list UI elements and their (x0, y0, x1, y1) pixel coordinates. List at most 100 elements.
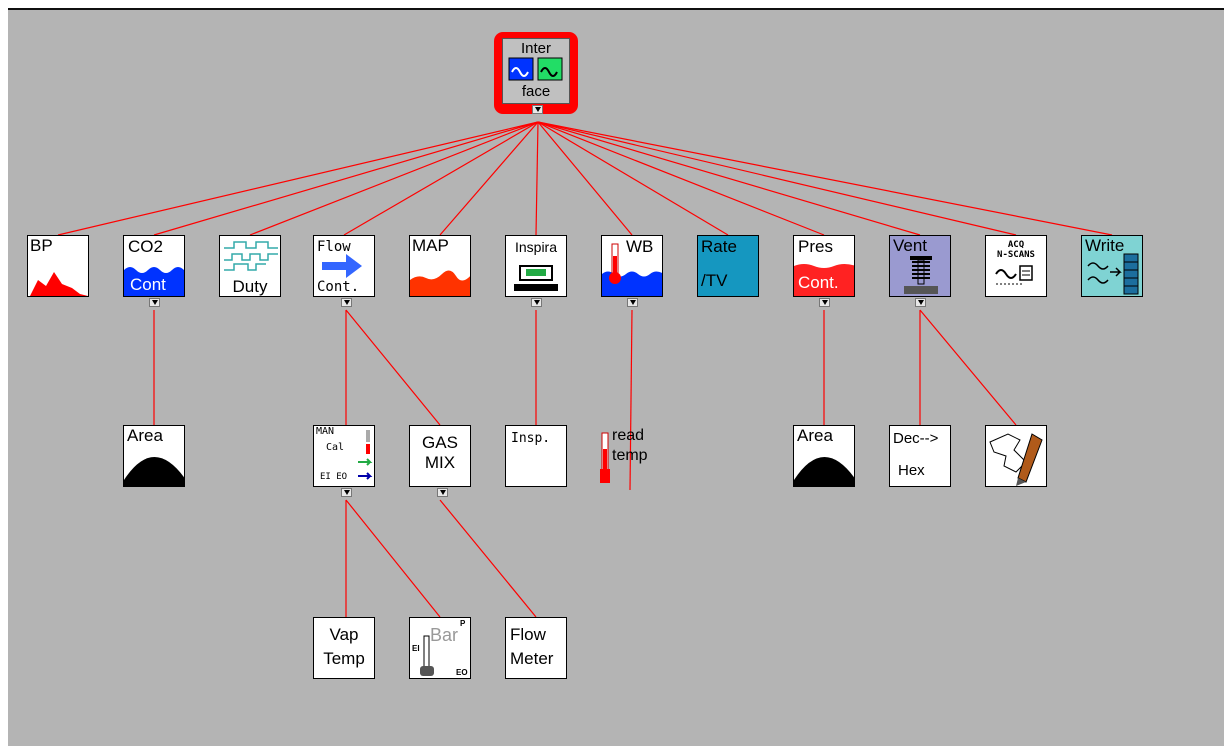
insp-node[interactable]: Insp. (505, 425, 567, 487)
area-node-1[interactable]: Area (123, 425, 185, 487)
duty-node[interactable]: Duty (219, 235, 281, 297)
inspira-output-port[interactable] (531, 298, 542, 307)
vap-label-top: Vap (329, 625, 359, 644)
bp-label: BP (30, 236, 53, 255)
gas-label-top: GAS (422, 433, 458, 452)
pres-label-bottom: Cont. (798, 273, 839, 292)
inspira-node[interactable]: Inspira (505, 235, 567, 297)
vent-bellows-icon (904, 256, 938, 294)
vap-temp-node[interactable]: Vap Temp (313, 617, 375, 679)
pencil-edit-icon (989, 433, 1043, 486)
flow-output-port[interactable] (341, 298, 352, 307)
man-cal-node[interactable]: MAN Cal EI EO (313, 425, 375, 487)
man-line2: Cal (326, 442, 345, 453)
pres-label-top: Pres (798, 237, 833, 256)
wb-label: WB (626, 237, 654, 256)
flow-meter-node[interactable]: Flow Meter (505, 617, 567, 679)
area1-label: Area (127, 426, 163, 445)
wire-root-vent (537, 121, 921, 236)
pres-fill-icon (794, 264, 854, 296)
insp-label: Insp. (511, 431, 551, 446)
pres-cont-node[interactable]: Pres Cont. (793, 235, 855, 297)
flow-label-bottom: Cont. (317, 279, 360, 295)
area-node-2[interactable]: Area (793, 425, 855, 487)
dec-hex-label-top: Dec--> (893, 430, 939, 447)
edit-tool-node[interactable] (985, 425, 1047, 487)
baro-label-ei: EI (412, 644, 420, 653)
wire-root-inspira (535, 121, 539, 236)
rate-label-bottom: /TV (701, 271, 728, 290)
rate-tv-node[interactable]: Rate /TV (697, 235, 759, 297)
wire-root-flow (343, 121, 539, 236)
wire-root-write (537, 121, 1113, 236)
read-temp-label-top: read (612, 427, 645, 444)
wire-root-duty (249, 121, 539, 236)
interface-output-port[interactable] (532, 105, 543, 114)
gas-mix-node[interactable]: GAS MIX (409, 425, 471, 487)
map-label: MAP (412, 236, 449, 255)
baro-label-p: P (460, 619, 466, 628)
duty-pulse-icon (224, 241, 278, 271)
man-calibration-icon (358, 430, 373, 480)
bp-node[interactable]: BP (27, 235, 89, 297)
write-node[interactable]: Write (1081, 235, 1143, 297)
acq-nscans-node[interactable]: ACQ N-SCANS (985, 235, 1047, 297)
gas-output-port[interactable] (437, 488, 448, 497)
rate-label-top: Rate (701, 237, 737, 256)
wire-root-acq (537, 121, 1017, 236)
dec-hex-label-bottom: Hex (898, 462, 925, 479)
wire-root-map (439, 121, 539, 236)
inspira-label: Inspira (514, 239, 558, 255)
acq-scan-icon (995, 265, 1033, 285)
area-curve-icon (124, 457, 184, 486)
area2-label: Area (797, 426, 833, 445)
vent-output-port[interactable] (915, 298, 926, 307)
read-temp-thermometer-icon (600, 432, 610, 483)
pres-output-port[interactable] (819, 298, 830, 307)
map-graph-icon (410, 270, 470, 296)
co2-wave-icon (124, 267, 184, 296)
acq-label-top: ACQ (1007, 240, 1025, 250)
flow-arrow-icon (322, 254, 362, 278)
baro-node[interactable]: Bar P EI EO (409, 617, 471, 679)
write-file-icon (1087, 253, 1139, 295)
vent-node[interactable]: Vent (889, 235, 951, 297)
bp-graph-icon (30, 272, 88, 296)
wire-root-bp (57, 121, 539, 236)
flow-label-top: Flow (317, 239, 351, 255)
wb-node[interactable]: WB (601, 235, 663, 297)
interface-node[interactable]: Inter face (494, 32, 578, 114)
man-line3: EI EO (320, 472, 348, 482)
wire-flow-gas (345, 309, 441, 426)
area-curve-icon-2 (794, 457, 854, 486)
dec-hex-node[interactable]: Dec--> Hex (889, 425, 951, 487)
flow-meter-label-top: Flow (510, 625, 546, 644)
vap-label-bottom: Temp (323, 649, 365, 668)
wb-thermometer-icon (602, 243, 662, 296)
diagram-canvas: Inter face BP CO2 Cont Duty (8, 8, 1224, 746)
connection-wires (57, 121, 1113, 618)
wire-wb-readtemp (629, 309, 633, 491)
wb-output-port[interactable] (627, 298, 638, 307)
duty-label: Duty (232, 277, 268, 296)
wire-gas-flowmeter (439, 499, 537, 618)
waveform-icons (508, 57, 563, 81)
gas-label-bottom: MIX (424, 453, 456, 472)
wire-vent-edit (919, 309, 1017, 426)
baro-label-eo: EO (456, 668, 468, 677)
map-node[interactable]: MAP (409, 235, 471, 297)
interface-label-top: Inter (520, 40, 551, 57)
wire-root-rate (537, 121, 729, 236)
co2-output-port[interactable] (149, 298, 160, 307)
co2-cont-node[interactable]: CO2 Cont (123, 235, 185, 297)
vent-label: Vent (893, 236, 928, 255)
read-temp-label-bottom: temp (612, 447, 648, 464)
flow-cont-node[interactable]: Flow Cont. (313, 235, 375, 297)
baro-label: Bar (430, 625, 459, 645)
man-output-port[interactable] (341, 488, 352, 497)
wire-man-bar (345, 499, 441, 618)
read-temp-node[interactable]: read temp (598, 425, 660, 487)
baro-gauge-icon (420, 635, 434, 676)
interface-label-bottom: face (521, 83, 551, 100)
write-label: Write (1085, 236, 1125, 255)
